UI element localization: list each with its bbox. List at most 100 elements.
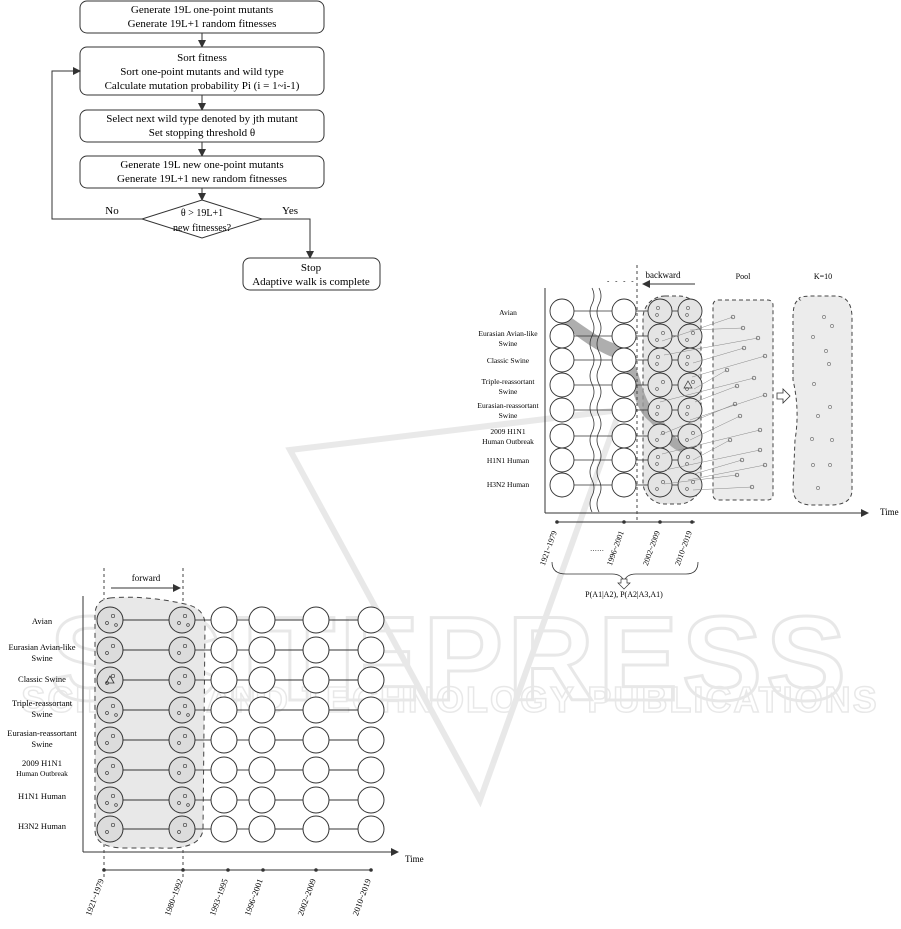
- lineage-node: [611, 347, 637, 373]
- backward-row-label: H3N2 Human: [487, 480, 530, 489]
- lineage-node: [357, 606, 385, 634]
- lineage-node: [647, 298, 673, 324]
- sample-dot: [110, 822, 116, 828]
- flow-stop-line1: Stop: [301, 262, 322, 274]
- lineage-node: [677, 447, 703, 473]
- lineage-node: [210, 666, 238, 694]
- backward-direction-label: backward: [646, 270, 681, 280]
- pool-link: [664, 449, 761, 471]
- sample-dot: [661, 331, 665, 335]
- flow-step-generate: Generate 19L one-point mutants Generate …: [79, 0, 325, 34]
- lineage-node: [647, 372, 673, 398]
- lineage-node: [549, 472, 575, 498]
- lineage-node: [302, 786, 330, 814]
- pool-link: [689, 327, 744, 331]
- sample-dot: [182, 822, 188, 828]
- lineage-node: [168, 815, 196, 843]
- time-tick: [181, 868, 185, 872]
- forward-row-label: Eurasian Avian-like: [8, 642, 75, 652]
- forward-period-label: 1921~1979: [83, 877, 106, 917]
- lineage-node: [248, 606, 276, 634]
- time-tick: [690, 520, 694, 524]
- time-tick: [658, 520, 662, 524]
- backward-row-label: Eurasian Avian-like: [478, 329, 538, 338]
- lineage-node: [248, 815, 276, 843]
- lineage-node: [647, 472, 673, 498]
- lineage-node: [647, 447, 673, 473]
- pool-link: [691, 355, 766, 378]
- forward-period-label: 1980~1992: [162, 877, 185, 917]
- lineage-node: [357, 756, 385, 784]
- forward-period-label: 1996~2001: [242, 877, 265, 917]
- forward-row-label: Avian: [32, 616, 53, 626]
- sample-dot: [186, 623, 190, 627]
- flow-stop-line2: Adaptive walk is complete: [252, 276, 370, 288]
- pool-dot: [732, 401, 738, 407]
- sample-dot: [110, 763, 116, 769]
- flow-step-select: Select next wild type denoted by jth mut…: [79, 109, 325, 143]
- pool-dot: [741, 345, 747, 351]
- pool-link: [687, 464, 766, 481]
- backward-row-labels: Avian Eurasian Avian-like Swine Classic …: [477, 308, 539, 489]
- lineage-node: [549, 447, 575, 473]
- lineage-node: [96, 726, 124, 754]
- lineage-node: [210, 726, 238, 754]
- pool-dot: [734, 472, 740, 478]
- lineage-node: [168, 696, 196, 724]
- lineage-node: [302, 666, 330, 694]
- k10-pool: [792, 295, 853, 506]
- lineage-node: [248, 756, 276, 784]
- sample-dot: [685, 438, 689, 442]
- sample-dot: [105, 830, 109, 834]
- sample-dot: [186, 803, 190, 807]
- sample-dot: [655, 313, 659, 317]
- sample-dot: [182, 643, 188, 649]
- sample-dot: [661, 480, 665, 484]
- lineage-node: [549, 423, 575, 449]
- forward-row-labels: Avian Eurasian Avian-like Swine Classic …: [7, 616, 77, 831]
- pool-link: [661, 316, 734, 342]
- sample-dot: [110, 643, 116, 649]
- sample-dot: [655, 338, 659, 342]
- lineage-node: [210, 815, 238, 843]
- lineage-node: [647, 347, 673, 373]
- pool-dot: [757, 447, 763, 453]
- lineage-node: [677, 397, 703, 423]
- forward-direction-label: forward: [132, 573, 161, 583]
- pool-dot: [762, 392, 768, 398]
- backward-period-label: 2010~2019: [673, 530, 694, 567]
- lineage-node: [549, 397, 575, 423]
- lineage-node: [248, 696, 276, 724]
- lineage-node: [168, 756, 196, 784]
- sample-dot: [691, 380, 695, 384]
- sample-dot: [655, 387, 659, 391]
- forward-row-label: H1N1 Human: [18, 791, 67, 801]
- lineage-node: [677, 298, 703, 324]
- pool-dot: [730, 314, 736, 320]
- lineage-node: [549, 298, 575, 324]
- flow-step-generate-line2: Generate 19L+1 random fitnesses: [128, 18, 277, 30]
- forward-row-label: Eurasian-reassortant: [7, 728, 77, 738]
- lineage-node: [248, 666, 276, 694]
- pool-dot: [734, 383, 740, 389]
- pool-label: Pool: [736, 272, 751, 281]
- pool-dot: [751, 375, 757, 381]
- backward-row-label: Swine: [499, 411, 518, 420]
- pool-dot: [737, 413, 743, 419]
- pool-link: [693, 369, 728, 390]
- sample-dot: [656, 455, 660, 459]
- sample-dot: [177, 681, 181, 685]
- pool-dot: [724, 367, 730, 373]
- lineage-node: [357, 666, 385, 694]
- selected-sample-marker: [105, 675, 115, 684]
- forward-row-label: Swine: [31, 739, 52, 749]
- sample-dot: [177, 741, 181, 745]
- flow-step-select-line2: Set stopping threshold θ: [149, 127, 255, 139]
- sample-dot: [177, 621, 181, 625]
- sample-dot: [177, 711, 181, 715]
- k-pool-dot: [812, 382, 816, 386]
- flow-decision: θ > 19L+1 new fitnesses?: [140, 199, 264, 239]
- lineage-node: [357, 726, 385, 754]
